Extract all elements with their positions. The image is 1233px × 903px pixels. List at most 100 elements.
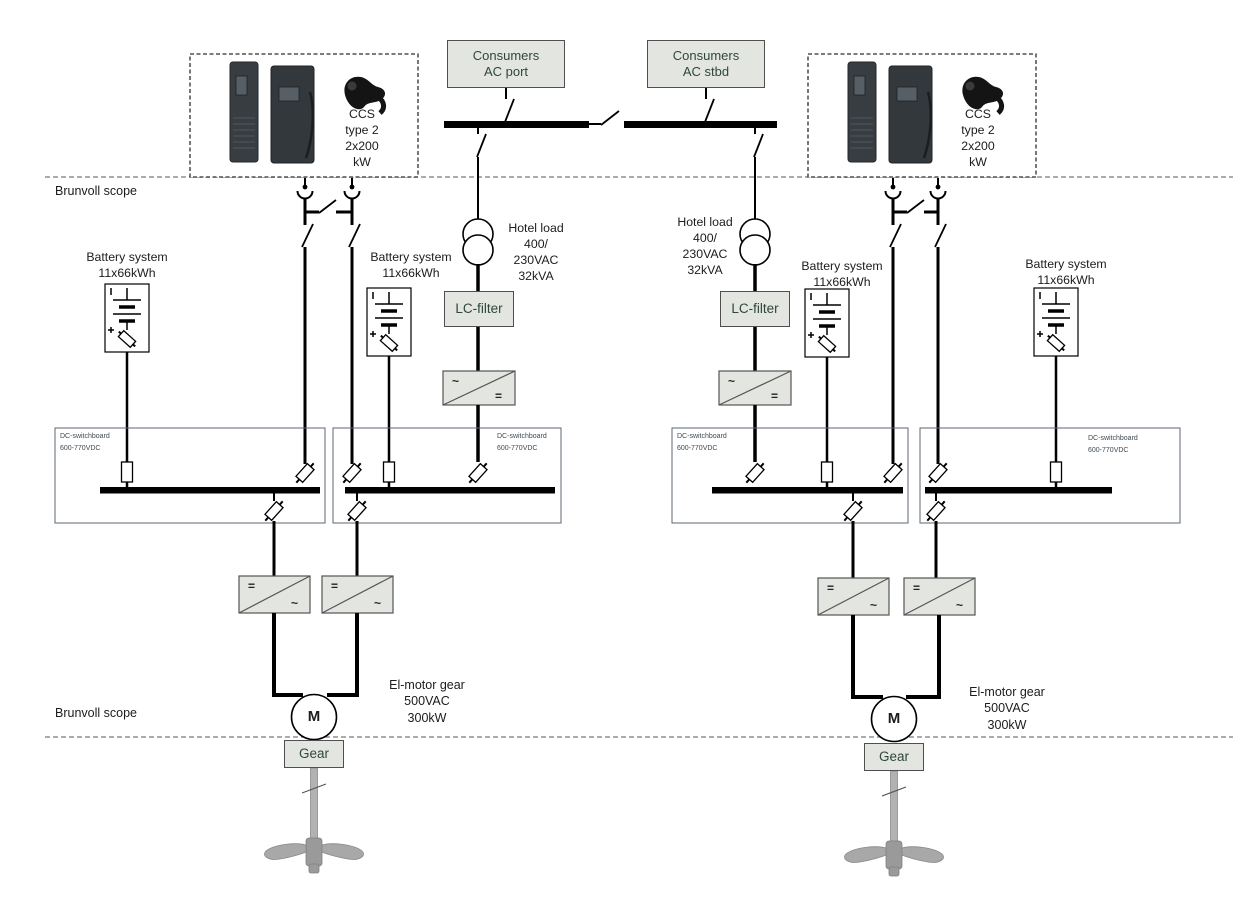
dc-switchboard-3 xyxy=(671,427,909,524)
rectifier-stbd xyxy=(718,370,792,406)
lc-filter-label: LC-filter xyxy=(455,300,503,316)
el-motor-line1: El-motor gear xyxy=(969,685,1045,699)
consumers-stbd-line2: AC stbd xyxy=(682,64,730,79)
charger-feed-stbd-2 xyxy=(929,178,947,464)
ccs-label-port: CCS type 2 2x200 kW xyxy=(331,107,393,171)
sb4-output xyxy=(926,493,946,579)
battery-line2: 11x66kWh xyxy=(1037,272,1095,287)
ac-busbar-port xyxy=(444,121,589,128)
hotel-load-label-port: Hotel load 400/ 230VAC 32kVA xyxy=(502,221,570,285)
ccs-line4: kW xyxy=(969,154,987,169)
inverter-ac-glyph: ~ xyxy=(870,598,878,612)
sb-line1: DC-switchboard xyxy=(60,433,110,440)
hotel-load-label-stbd: Hotel load 400/ 230VAC 32kVA xyxy=(671,215,739,279)
inverter-dc-glyph: = xyxy=(827,581,835,595)
gear-label: Gear xyxy=(878,748,909,764)
fuse-in-sb3-b xyxy=(883,462,903,484)
inverter-ac-glyph: ~ xyxy=(374,596,382,610)
ccs-connector-icon-port xyxy=(344,76,387,115)
sb1-label: DC-switchboard 600-770VDC xyxy=(60,431,110,455)
inverter-ac-glyph: ~ xyxy=(291,596,299,610)
ccs-line1: CCS xyxy=(349,107,375,121)
hotel-line4: 32kVA xyxy=(518,268,554,283)
consumers-ac-port-box: Consumers AC port xyxy=(447,40,565,88)
consumers-port-line2: AC port xyxy=(483,64,529,79)
lc-filter-port: LC-filter xyxy=(444,291,514,327)
lc-filter-label: LC-filter xyxy=(731,300,779,316)
ccs-line3: 2x200 xyxy=(961,138,995,153)
sb-line1: DC-switchboard xyxy=(1088,435,1138,442)
hotel-line2: 400/ xyxy=(524,236,548,251)
ac-busbar-stbd xyxy=(624,121,777,128)
rectifier-ac-glyph: ~ xyxy=(452,374,460,388)
hotel-transformer-port xyxy=(462,218,494,266)
charger-cabinets-icon-stbd xyxy=(847,61,1005,164)
charger-feed-port-2 xyxy=(343,178,361,464)
fuse-in-sb4 xyxy=(928,462,948,484)
consumers-stbd-line1: Consumers xyxy=(672,47,740,63)
ccs-line1: CCS xyxy=(965,107,991,121)
dc-switchboard-4 xyxy=(919,427,1181,524)
motor-wire xyxy=(272,613,303,697)
battery-line2: 11x66kWh xyxy=(98,265,156,280)
battery-label-1: Battery system 11x66kWh xyxy=(81,250,173,282)
sb-line2: 600-770VDC xyxy=(60,444,101,452)
inverter-4 xyxy=(903,577,976,616)
battery-label-2: Battery system 11x66kWh xyxy=(365,250,457,282)
consumers-port-breaker xyxy=(504,88,515,123)
hotel-line3: 230VAC xyxy=(513,252,559,267)
el-motor-label-stbd: El-motor gear 500VAC 300kW xyxy=(964,684,1050,733)
inverter-3 xyxy=(817,577,890,616)
el-motor-line3: 300kW xyxy=(407,710,447,725)
hotel-feeder-port xyxy=(476,128,487,220)
battery-system-4 xyxy=(1033,287,1079,487)
fuse-in-sb3-a xyxy=(745,462,765,484)
battery-line2: 11x66kWh xyxy=(813,274,871,289)
battery-line1: Battery system xyxy=(86,250,168,264)
consumers-ac-stbd-box: Consumers AC stbd xyxy=(647,40,765,88)
dc-switchboard-1 xyxy=(54,427,326,524)
el-motor-label-port: El-motor gear 500VAC 300kW xyxy=(384,677,470,726)
sb4-label: DC-switchboard 600-770VDC xyxy=(1088,433,1138,457)
charger-cabinets-icon-port xyxy=(229,61,315,164)
inverter-dc-glyph: = xyxy=(331,579,339,593)
dc-busbar-2 xyxy=(345,487,555,494)
battery-line1: Battery system xyxy=(1025,257,1107,271)
battery-system-2 xyxy=(366,287,412,487)
ccs-line2: type 2 xyxy=(961,122,995,137)
inverter-2 xyxy=(321,575,394,614)
consumers-port-line1: Consumers xyxy=(472,47,540,63)
el-motor-line3: 300kW xyxy=(987,717,1027,732)
inverter-dc-glyph: = xyxy=(248,579,256,593)
motor-wire xyxy=(327,613,359,697)
consumers-stbd-breaker xyxy=(704,88,715,123)
hotel-line3: 230VAC xyxy=(682,246,728,261)
motor-circle-stbd xyxy=(870,695,918,743)
motor-wire xyxy=(906,615,941,699)
sb3-label: DC-switchboard 600-770VDC xyxy=(677,431,727,455)
hotel-transformer-stbd xyxy=(739,218,771,266)
ccs-line2: type 2 xyxy=(345,122,379,137)
ccs-line3: 2x200 xyxy=(345,138,379,153)
dc-switchboard-2 xyxy=(332,427,562,524)
el-motor-line1: El-motor gear xyxy=(389,678,465,692)
charger-feed-stbd-1 xyxy=(884,178,902,464)
inverter-ac-glyph: ~ xyxy=(956,598,964,612)
motor-wire xyxy=(851,615,883,699)
rectifier-dc-glyph: = xyxy=(771,389,779,403)
battery-system-1 xyxy=(104,283,150,487)
battery-label-3: Battery system 11x66kWh xyxy=(796,259,888,291)
gear-label: Gear xyxy=(298,745,329,761)
battery-label-4: Battery system 11x66kWh xyxy=(1020,257,1112,289)
dc-busbar-3 xyxy=(712,487,903,494)
rectifier-port xyxy=(442,370,516,406)
inverter-1 xyxy=(238,575,311,614)
inverter-dc-glyph: = xyxy=(913,581,921,595)
el-motor-line2: 500VAC xyxy=(984,701,1030,716)
motor-m-port: M xyxy=(307,708,321,726)
dc-busbar-1 xyxy=(100,487,320,494)
hotel-line4: 32kVA xyxy=(687,262,723,277)
propeller-stbd xyxy=(844,770,944,877)
